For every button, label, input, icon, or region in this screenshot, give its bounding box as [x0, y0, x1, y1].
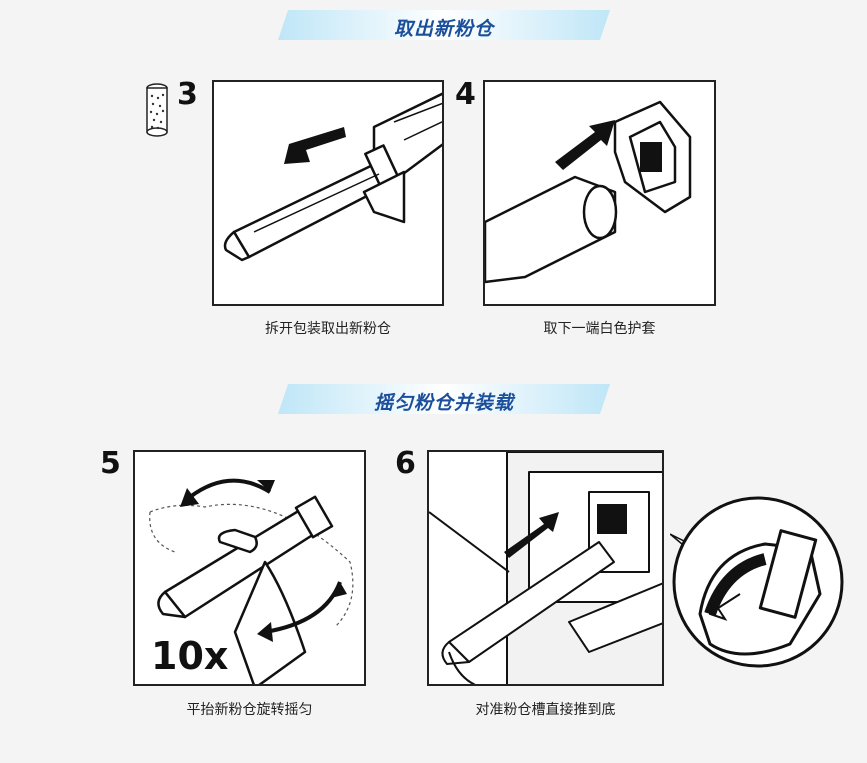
step-3-caption: 拆开包装取出新粉仓: [265, 321, 391, 337]
step-4-caption: 取下一端白色护套: [543, 321, 656, 337]
section-banner-shake-load: 摇匀粉仓并装载: [278, 384, 610, 414]
panel-step-4: [483, 80, 716, 306]
panel-step-5: 10x: [133, 450, 366, 686]
step-number-5: 5: [100, 446, 121, 481]
step-number-3: 3: [177, 77, 198, 112]
shake-cartridge-illustration: [149, 478, 354, 684]
step-6-caption: 对准粉仓槽直接推到底: [475, 702, 616, 718]
remove-cap-illustration: [485, 100, 692, 284]
banner-background: [278, 10, 610, 40]
zoom-detail-circle: [669, 494, 846, 670]
section-title: 取出新粉仓: [393, 18, 494, 40]
panel-step-3: [212, 80, 444, 306]
section-banner-take-out: 取出新粉仓: [278, 10, 610, 40]
panel-step-6: [427, 450, 664, 686]
banner-background: [278, 384, 610, 414]
insert-cartridge-illustration: [429, 452, 662, 684]
step-number-4: 4: [455, 77, 476, 112]
step-number-6: 6: [395, 446, 416, 481]
section-title: 摇匀粉仓并装载: [373, 392, 514, 414]
pack-icon: [145, 82, 169, 138]
shake-count-label: 10x: [151, 634, 229, 678]
step-5-caption: 平抬新粉仓旋转摇匀: [186, 702, 313, 718]
cartridge-unpack-illustration: [223, 92, 442, 262]
